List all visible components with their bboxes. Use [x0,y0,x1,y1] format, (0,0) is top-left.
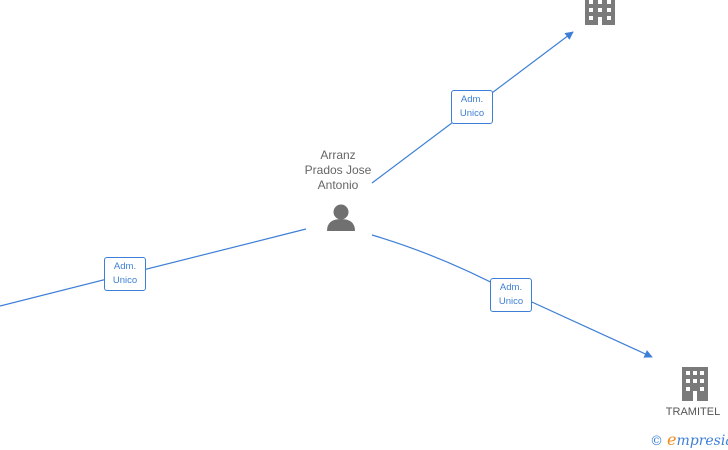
company-building-icon-tramitel[interactable] [682,367,708,401]
relation-badge-left[interactable]: Adm. Unico [104,257,146,291]
relation-role-line2: Unico [459,108,485,119]
person-icon[interactable] [327,204,355,232]
person-name-text[interactable]: Arranz Prados Jose Antonio [304,148,372,192]
company-building-icon-top[interactable] [585,0,615,25]
relation-role-line1: Adm. [113,261,137,272]
relation-badge-top-right[interactable]: Adm. Unico [451,90,493,124]
brand-name: mpresia [676,433,728,449]
person-name[interactable]: Arranz Prados Jose Antonio [293,148,383,193]
relation-role-line1: Adm. [499,282,523,293]
empresia-watermark: © empresia [650,430,728,449]
copyright-symbol: © [650,434,663,449]
edge-left [0,228,307,307]
relation-badge-bottom-right[interactable]: Adm. Unico [490,278,532,312]
relation-role-line2: Unico [112,275,138,286]
company-label-tramitel[interactable]: TRAMITEL [665,406,721,418]
relation-role-line2: Unico [498,296,524,307]
brand-initial: e [667,430,677,449]
relation-role-line1: Adm. [460,94,484,105]
